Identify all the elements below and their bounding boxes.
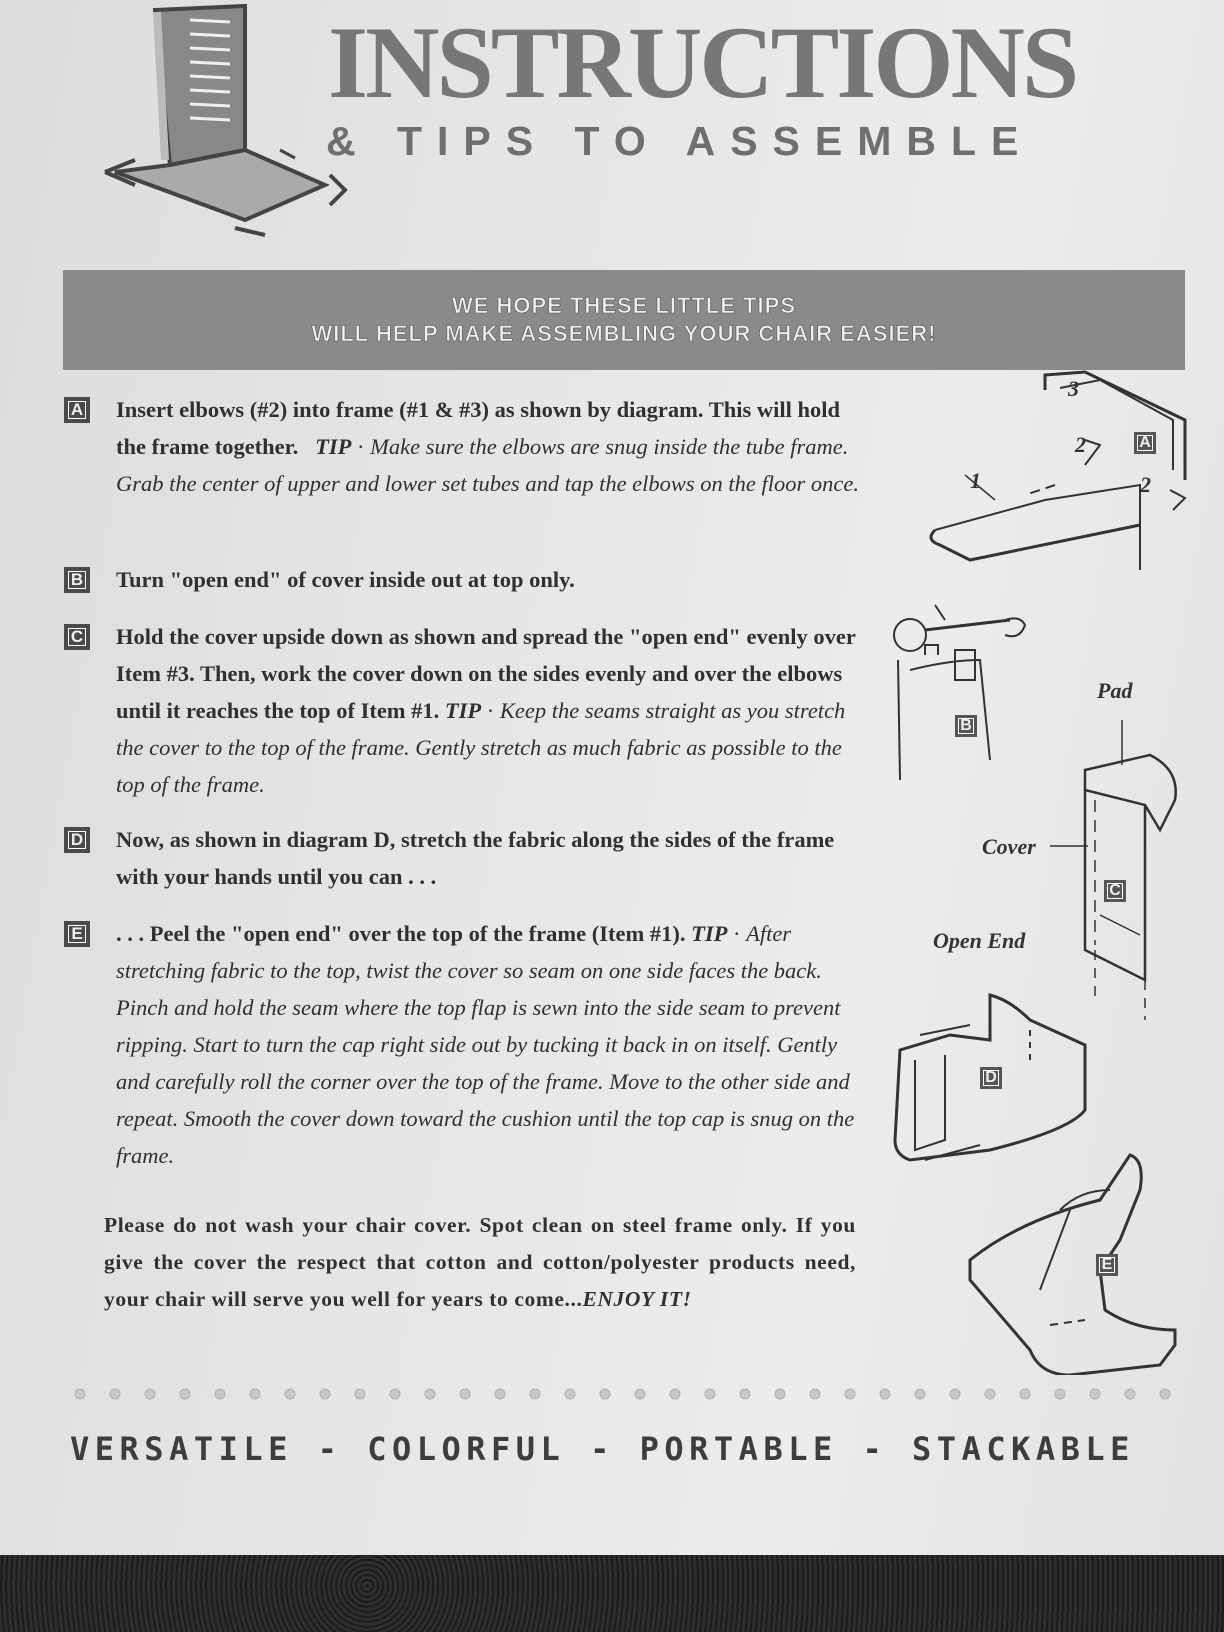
care-note: Please do not wash your chair cover. Spo… — [104, 1207, 856, 1318]
diagram-badge-c: C — [1104, 880, 1126, 902]
diagram-b-cover-inside-out — [893, 604, 1027, 781]
step-c-text: Hold the cover upside down as shown and … — [116, 624, 856, 723]
diagram-badge-b: B — [955, 715, 977, 737]
banner-line-1: WE HOPE THESE LITTLE TIPS — [451, 293, 797, 319]
step-badge-b: B — [64, 567, 90, 593]
label-1: 1 — [970, 468, 981, 493]
label-cover: Cover — [982, 834, 1036, 859]
director-chair-icon — [104, 3, 348, 237]
label-3: 3 — [1068, 376, 1079, 401]
diagram-badge-d: D — [980, 1067, 1002, 1089]
step-d-text: Now, as shown in diagram D, stretch the … — [116, 827, 835, 889]
diagram-badge-e: E — [1096, 1254, 1118, 1276]
tip-label: TIP — [691, 921, 728, 946]
step-b-text: Turn "open end" of cover inside out at t… — [116, 567, 575, 592]
step-c: C Hold the cover upside down as shown an… — [64, 618, 864, 803]
diagram-e-roll-cap — [968, 1153, 1177, 1375]
step-b: B Turn "open end" of cover inside out at… — [64, 561, 864, 598]
diagram-c-cover-over-frame — [1083, 720, 1177, 1020]
banner-line-2: WILL HELP MAKE ASSEMBLING YOUR CHAIR EAS… — [311, 321, 937, 347]
care-text: Please do not wash your chair cover. Spo… — [104, 1213, 856, 1311]
tips-banner: WE HOPE THESE LITTLE TIPS WILL HELP MAKE… — [63, 270, 1185, 370]
step-badge-e: E — [64, 921, 90, 947]
dotted-divider — [74, 1388, 1171, 1400]
step-e: E . . . Peel the "open end" over the top… — [64, 915, 864, 1174]
step-badge-a: A — [64, 397, 90, 423]
label-2-lower: 2 — [1140, 472, 1151, 497]
table-surface — [0, 1555, 1224, 1632]
step-a-text: Insert elbows (#2) into frame (#1 & #3) … — [116, 397, 840, 459]
tip-label: TIP — [444, 698, 482, 723]
step-a-tip: Make sure the elbows are snug inside the… — [116, 434, 860, 496]
page-title: INSTRUCTIONS — [328, 6, 1079, 120]
label-leader-lines — [1050, 845, 1088, 847]
tip-label: TIP — [315, 434, 352, 459]
label-2-upper: 2 — [1075, 432, 1086, 457]
step-e-tip: After stretching fabric to the top, twis… — [116, 921, 855, 1168]
instruction-sheet: INSTRUCTIONS & TIPS TO ASSEMBLE WE HOPE … — [0, 0, 1224, 1555]
step-badge-c: C — [64, 624, 90, 650]
diagram-d-stretch-sides — [893, 993, 1087, 1162]
page-subtitle: & TIPS TO ASSEMBLE — [326, 118, 1034, 164]
step-e-text: . . . Peel the "open end" over the top o… — [116, 921, 686, 946]
care-closing: ENJOY IT! — [582, 1287, 692, 1311]
step-c-tip: Keep the seams straight as you stretch t… — [116, 698, 846, 797]
footer-tagline: VERSATILE - COLORFUL - PORTABLE - STACKA… — [70, 1430, 1135, 1468]
label-open-end: Open End — [933, 928, 1026, 953]
diagram-a-frame — [929, 370, 1187, 570]
step-badge-d: D — [64, 827, 90, 853]
label-pad: Pad — [1097, 678, 1133, 703]
step-d: D Now, as shown in diagram D, stretch th… — [64, 821, 864, 895]
diagram-badge-a: A — [1134, 432, 1156, 454]
step-a: A Insert elbows (#2) into frame (#1 & #3… — [64, 391, 864, 502]
